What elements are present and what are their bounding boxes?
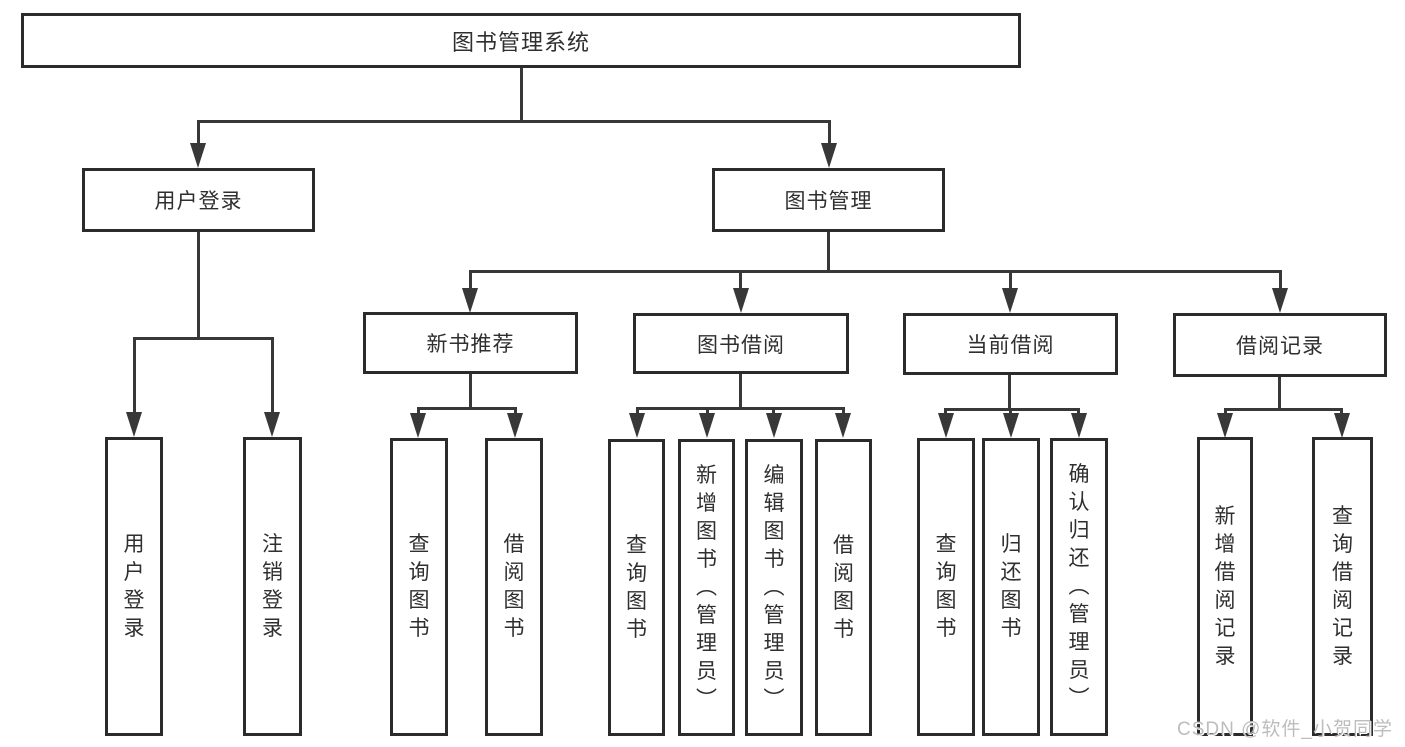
connector-line [417, 407, 420, 416]
connector-line [469, 270, 472, 290]
arrow-down-icon [835, 413, 851, 438]
node-user-login: 用户登录 [82, 168, 315, 232]
node-label: 借阅记录 [1236, 335, 1324, 358]
connector-line [842, 407, 845, 416]
arrow-down-icon [938, 413, 954, 438]
connector-line [417, 407, 517, 410]
arrow-down-icon [1003, 413, 1019, 438]
node-label: 查 询 图 书 [935, 533, 957, 640]
connector-line [197, 120, 831, 123]
node-query-books: 查 询 图 书 [390, 438, 448, 736]
node-current-borrowing: 当前借阅 [903, 313, 1118, 375]
node-borrow-books: 借 阅 图 书 [485, 438, 543, 736]
connector-line [520, 66, 523, 120]
arrow-down-icon [733, 288, 749, 313]
arrow-down-icon [462, 288, 478, 313]
connector-line [469, 270, 1281, 273]
connector-line [1279, 270, 1282, 290]
arrow-down-icon [1272, 288, 1288, 313]
connector-line [1278, 375, 1281, 408]
connector-line [636, 407, 845, 410]
connector-line [739, 270, 742, 290]
node-library-management-system: 图书管理系统 [21, 13, 1021, 68]
node-label: 查 询 借 阅 记 录 [1332, 504, 1353, 668]
arrow-down-icon [1334, 413, 1350, 438]
node-query-borrow-record: 查 询 借 阅 记 录 [1312, 437, 1373, 736]
connector-line [514, 407, 517, 416]
connector-line [706, 407, 709, 416]
arrow-down-icon [507, 413, 523, 438]
connector-line [1224, 408, 1227, 417]
node-book-management: 图书管理 [712, 168, 945, 232]
node-new-book-recommend: 新书推荐 [363, 312, 578, 374]
connector-line [636, 407, 639, 416]
node-borrowing-records: 借阅记录 [1173, 313, 1387, 377]
connector-line [1224, 408, 1343, 411]
connector-line [133, 337, 136, 414]
connector-line [197, 120, 200, 145]
arrow-down-icon [1071, 413, 1087, 438]
node-label: 借 阅 图 书 [503, 533, 525, 640]
connector-line [1340, 408, 1343, 417]
node-label: 用户登录 [154, 190, 243, 213]
node-return-books: 归 还 图 书 [982, 438, 1040, 736]
connector-line [828, 120, 831, 145]
arrow-down-icon [1002, 288, 1018, 313]
connector-line [1009, 270, 1012, 290]
connector-line [133, 337, 274, 340]
node-label: 新书推荐 [426, 333, 515, 356]
connector-line [271, 337, 274, 414]
arrow-down-icon [821, 143, 837, 168]
connector-line [469, 372, 472, 407]
node-label: 注 销 登 录 [262, 532, 283, 640]
node-confirm-return-admin: 确 认 归 还 ︵ 管 理 员 ︶ [1050, 438, 1108, 736]
connector-line [772, 407, 775, 416]
node-label: 确 认 归 还 ︵ 管 理 员 ︶ [1068, 463, 1090, 710]
node-label: 借 阅 图 书 [833, 533, 854, 641]
node-query-books: 查 询 图 书 [608, 439, 665, 736]
arrow-down-icon [629, 413, 645, 438]
node-label: 查 询 图 书 [408, 533, 430, 640]
node-edit-books-admin: 编 辑 图 书 ︵ 管 理 员 ︶ [745, 439, 803, 736]
connector-line [827, 230, 830, 270]
connector-line [1009, 408, 1012, 417]
node-logout: 注 销 登 录 [243, 437, 302, 736]
node-add-borrow-record: 新 增 借 阅 记 录 [1197, 437, 1253, 736]
connector-line [1077, 408, 1080, 417]
node-user-login-leaf: 用 户 登 录 [105, 437, 163, 736]
node-add-books-admin: 新 增 图 书 ︵ 管 理 员 ︶ [678, 439, 735, 736]
node-label: 图书管理系统 [451, 29, 590, 55]
node-label: 当前借阅 [966, 334, 1055, 357]
arrow-down-icon [126, 412, 142, 437]
connector-line [944, 408, 1080, 411]
node-label: 查 询 图 书 [626, 533, 647, 641]
node-borrow-books: 借 阅 图 书 [815, 439, 872, 736]
node-query-books: 查 询 图 书 [917, 438, 975, 736]
arrow-down-icon [766, 413, 782, 438]
node-label: 图书借阅 [697, 333, 785, 357]
arrow-down-icon [410, 413, 426, 438]
arrow-down-icon [190, 143, 206, 168]
connector-line [197, 230, 200, 337]
node-book-borrowing: 图书借阅 [633, 313, 849, 374]
arrow-down-icon [264, 412, 280, 437]
connector-line [1008, 373, 1011, 408]
arrow-down-icon [1217, 413, 1233, 438]
connector-line [739, 372, 742, 407]
arrow-down-icon [699, 413, 715, 438]
csdn-watermark: CSDN @软件_小贺同学 [1177, 719, 1393, 740]
node-label: 新 增 借 阅 记 录 [1214, 504, 1236, 668]
node-label: 归 还 图 书 [1000, 533, 1022, 640]
node-label: 新 增 图 书 ︵ 管 理 员 ︶ [696, 463, 717, 711]
node-label: 用 户 登 录 [123, 532, 145, 640]
node-label: 编 辑 图 书 ︵ 管 理 员 ︶ [763, 463, 785, 711]
node-label: 图书管理 [784, 190, 873, 213]
connector-line [944, 408, 947, 417]
